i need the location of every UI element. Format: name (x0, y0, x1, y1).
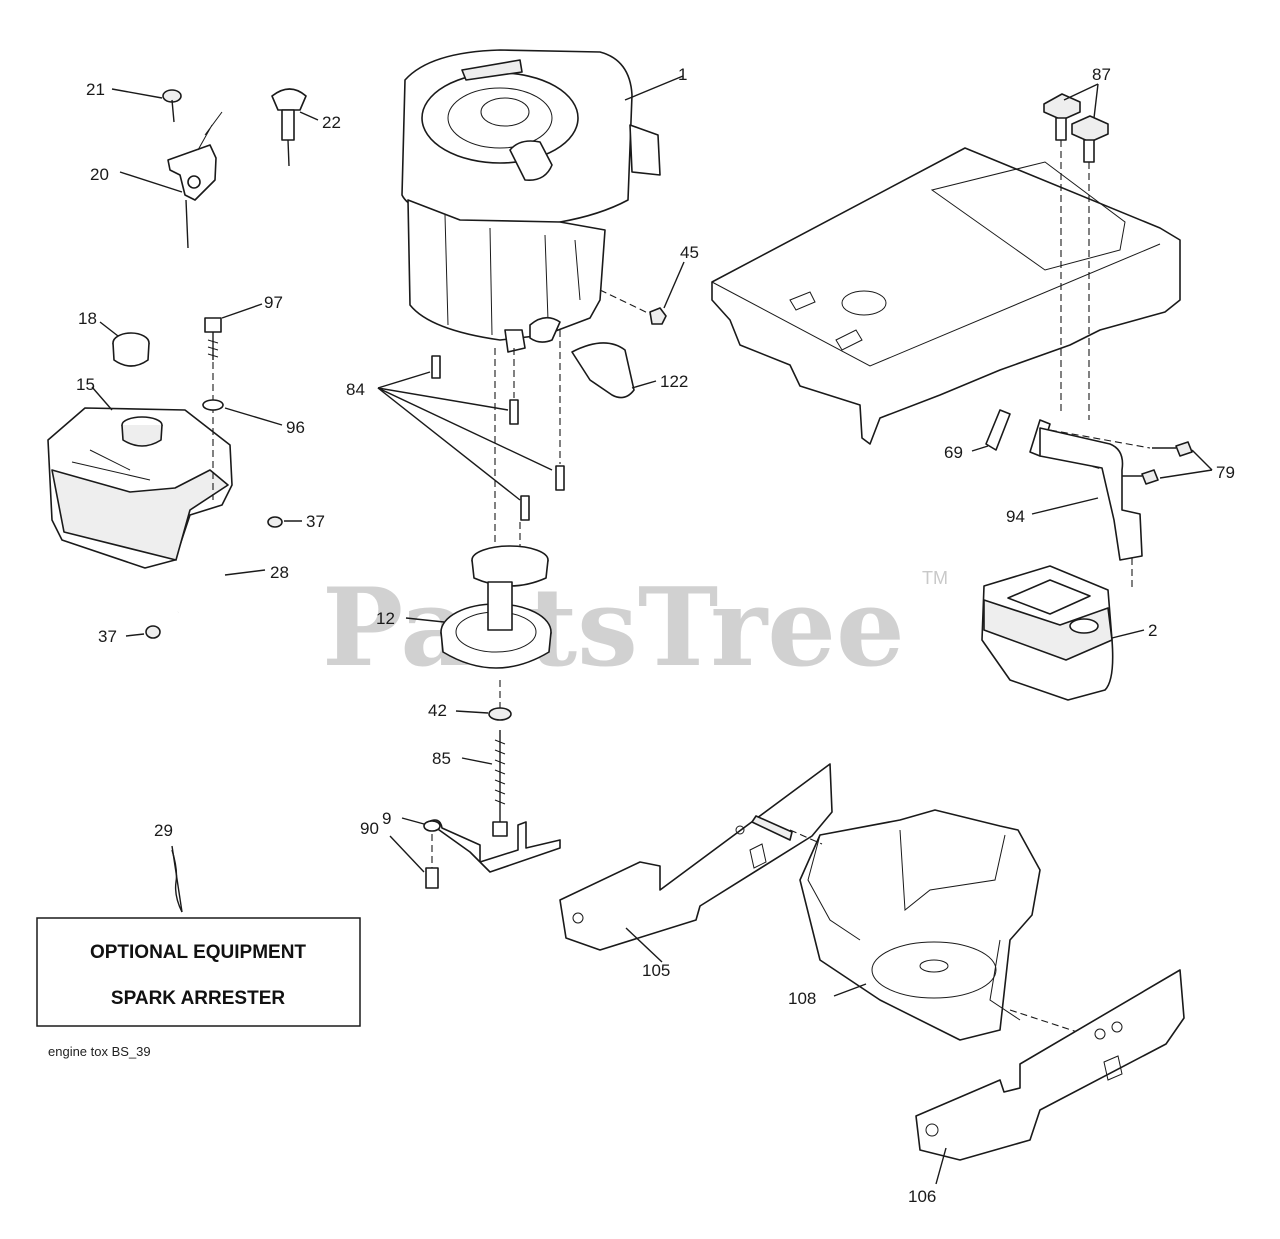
belt-guide-part-9[interactable]: 9 (382, 809, 561, 873)
watermark-tm: TM (922, 568, 948, 588)
optional-equipment-box (36, 917, 361, 1027)
muffler-pipe-part-94[interactable]: 94 (1006, 427, 1143, 588)
throttle-bracket-part-20[interactable]: 20 (90, 111, 223, 249)
pulley-part-12[interactable]: 12 (376, 348, 552, 669)
callout-69: 69 (944, 443, 963, 462)
watermark: PartsTree TM (322, 565, 948, 691)
callout-29: 29 (154, 821, 173, 840)
clamp-part-37-lower[interactable]: 37 (98, 625, 161, 646)
callout-37-lower: 37 (98, 627, 117, 646)
callout-28: 28 (270, 563, 289, 582)
baffle-part-106[interactable]: 106 (908, 969, 1185, 1206)
callout-15: 15 (76, 375, 95, 394)
callout-85: 85 (432, 749, 451, 768)
washer-part-42[interactable]: 42 (428, 680, 512, 721)
callout-122: 122 (660, 372, 688, 391)
callout-42: 42 (428, 701, 447, 720)
callout-9: 9 (382, 809, 391, 828)
reference-code: engine tox BS_39 (48, 1044, 151, 1059)
bolt-part-85[interactable]: 85 (432, 730, 508, 837)
bolt-part-97[interactable]: 97 (204, 293, 283, 500)
callout-12: 12 (376, 609, 395, 628)
callout-87: 87 (1092, 65, 1111, 84)
callout-96: 96 (286, 418, 305, 437)
chassis-frame (711, 147, 1181, 445)
spark-arrester-part-29[interactable]: 29 OPTIONAL EQUIPMENT SPARK ARRESTER (36, 821, 361, 1027)
callout-45: 45 (680, 243, 699, 262)
callout-94: 94 (1006, 507, 1025, 526)
engine-part-1[interactable]: 1 (401, 49, 687, 353)
clamp-part-37-upper[interactable]: 37 (267, 512, 325, 531)
box-line-1: OPTIONAL EQUIPMENT (90, 942, 306, 963)
callout-1: 1 (678, 65, 687, 84)
bolt-part-90[interactable]: 90 (360, 819, 439, 889)
callout-90: 90 (360, 819, 379, 838)
engine-bolts-part-84[interactable]: 84 (346, 330, 565, 548)
fuel-line-part-28[interactable]: 28 (176, 526, 289, 613)
callout-79: 79 (1216, 463, 1235, 482)
callout-21: 21 (86, 80, 105, 99)
nut-part-45[interactable]: 45 (599, 243, 699, 325)
callout-105: 105 (642, 961, 670, 980)
callout-84: 84 (346, 380, 365, 399)
callout-18: 18 (78, 309, 97, 328)
shield-part-122[interactable]: 122 (571, 342, 688, 399)
callout-37-upper: 37 (306, 512, 325, 531)
fuel-tank-part-15[interactable]: 15 (47, 375, 233, 569)
callout-22: 22 (322, 113, 341, 132)
callout-106: 106 (908, 1187, 936, 1206)
callout-108: 108 (788, 989, 816, 1008)
watermark-text: PartsTree (322, 565, 905, 691)
callout-2: 2 (1148, 621, 1157, 640)
screws-part-87[interactable]: 87 (1043, 65, 1111, 420)
screw-part-21[interactable]: 21 (86, 80, 182, 123)
gasket-part-69[interactable]: 69 (944, 409, 1051, 462)
callout-20: 20 (90, 165, 109, 184)
muffler-part-2[interactable]: 2 (981, 565, 1157, 701)
box-line-2: SPARK ARRESTER (111, 988, 285, 1009)
baffle-part-105[interactable]: 105 (559, 763, 833, 980)
callout-97: 97 (264, 293, 283, 312)
washer-part-96[interactable]: 96 (202, 399, 305, 437)
knob-part-22[interactable]: 22 (271, 88, 341, 167)
mount-plate-part-108[interactable]: 108 (788, 809, 1103, 1041)
gas-cap-part-18[interactable]: 18 (78, 309, 150, 367)
